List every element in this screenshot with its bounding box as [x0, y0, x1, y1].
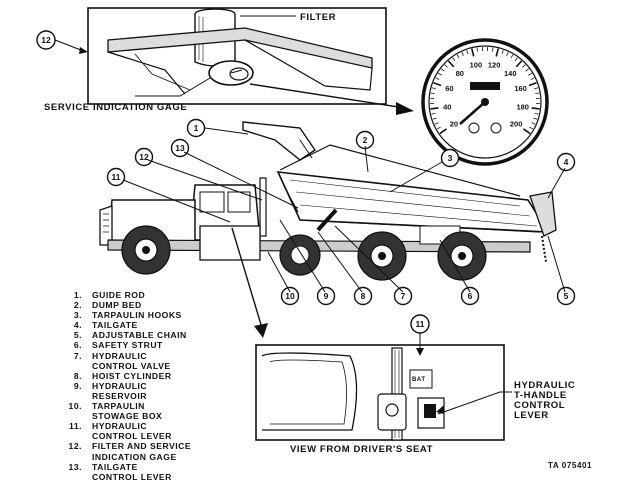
- callout-number-1: 1: [194, 123, 199, 133]
- gauge-tick-label: 180: [516, 102, 529, 111]
- callout-number-13: 13: [175, 143, 185, 153]
- battery-panel-label: BAT: [412, 377, 426, 383]
- gauge-tick-label: 120: [488, 61, 501, 70]
- legend-text: HYDRAULIC CONTROL LEVER: [92, 421, 272, 441]
- legend-item: 2.DUMP BED: [44, 300, 272, 310]
- legend-item: 5.ADJUSTABLE CHAIN: [44, 330, 272, 340]
- gauge-arrow: [396, 102, 414, 115]
- gauge-tick-label: 100: [470, 61, 483, 70]
- rear-wheel-3: [438, 232, 486, 280]
- legend-number: 11.: [44, 421, 92, 441]
- gauge-tick-label: 60: [445, 84, 453, 93]
- legend-text: GUIDE ROD: [92, 290, 272, 300]
- gauge-tick-label: 140: [504, 69, 517, 78]
- callout-number-10: 10: [285, 291, 295, 301]
- rear-wheel-1: [280, 235, 320, 275]
- view-caption: VIEW FROM DRIVER'S SEAT: [290, 444, 433, 455]
- callout-number-5: 5: [564, 291, 569, 301]
- gauge-tick: [532, 108, 540, 109]
- t-handle-lever: [424, 404, 436, 418]
- legend-number: 1.: [44, 290, 92, 300]
- legend-item: 12.FILTER AND SERVICE INDICATION GAGE: [44, 441, 272, 461]
- filter-label: FILTER: [300, 12, 336, 23]
- service-indication-gage-label: SERVICE INDICATION GAGE: [44, 102, 187, 113]
- legend-text: FILTER AND SERVICE INDICATION GAGE: [92, 441, 272, 461]
- legend-number: 6.: [44, 340, 92, 350]
- legend-text: HYDRAULIC CONTROL VALVE: [92, 351, 272, 371]
- front-wheel: [122, 226, 170, 274]
- gauge-tick-label: 80: [456, 69, 464, 78]
- gauge-tick-label: 40: [443, 102, 451, 111]
- legend-item: 1.GUIDE ROD: [44, 290, 272, 300]
- callout-number-2: 2: [363, 135, 368, 145]
- legend-item: 11.HYDRAULIC CONTROL LEVER: [44, 421, 272, 441]
- legend-item: 9.HYDRAULIC RESERVOIR: [44, 381, 272, 401]
- legend-number: 12.: [44, 441, 92, 461]
- callout-number-12: 12: [139, 152, 149, 162]
- legend-text: HOIST CYLINDER: [92, 371, 272, 381]
- callout-12-inset: 12: [41, 35, 51, 45]
- callout-number-6: 6: [468, 291, 473, 301]
- legend-item: 4.TAILGATE: [44, 320, 272, 330]
- legend-number: 2.: [44, 300, 92, 310]
- legend-text: DUMP BED: [92, 300, 272, 310]
- legend-number: 3.: [44, 310, 92, 320]
- callout-number-3: 3: [448, 153, 453, 163]
- legend-item: 6.SAFETY STRUT: [44, 340, 272, 350]
- legend-text: TARPAULIN HOOKS: [92, 310, 272, 320]
- gauge-brand-plate: [470, 82, 500, 90]
- callout-number-8: 8: [361, 291, 366, 301]
- legend-text: TAILGATE: [92, 320, 272, 330]
- legend-text: TARPAULIN STOWAGE BOX: [92, 401, 272, 421]
- legend-item: 8.HOIST CYLINDER: [44, 371, 272, 381]
- legend-item: 7.HYDRAULIC CONTROL VALVE: [44, 351, 272, 371]
- legend-text: HYDRAULIC RESERVOIR: [92, 381, 272, 401]
- legend-item: 10.TARPAULIN STOWAGE BOX: [44, 401, 272, 421]
- driver-view-inset: BAT HYDRAULIC T-HANDLE CONTROL LEVER VIE…: [256, 315, 579, 455]
- gauge-tick-label: 160: [514, 84, 527, 93]
- gauge-tick-label: 20: [450, 119, 458, 128]
- callout-number-9: 9: [324, 291, 329, 301]
- callout-number-7: 7: [401, 291, 406, 301]
- legend-number: 7.: [44, 351, 92, 371]
- legend-number: 10.: [44, 401, 92, 421]
- t-handle-label: HYDRAULIC T-HANDLE CONTROL LEVER: [514, 380, 579, 421]
- gauge-tick-label: 200: [510, 119, 523, 128]
- figure-id: TA 075401: [548, 461, 592, 470]
- callout-number-11: 11: [112, 172, 121, 182]
- callout-11-inset: 11: [416, 319, 425, 329]
- callout-number-4: 4: [564, 157, 569, 167]
- legend-text: SAFETY STRUT: [92, 340, 272, 350]
- legend-number: 8.: [44, 371, 92, 381]
- gauge-tick: [430, 108, 438, 109]
- legend-item: 3.TARPAULIN HOOKS: [44, 310, 272, 320]
- legend-number: 9.: [44, 381, 92, 401]
- legend-number: 5.: [44, 330, 92, 340]
- legend-number: 4.: [44, 320, 92, 330]
- legend-text: ADJUSTABLE CHAIN: [92, 330, 272, 340]
